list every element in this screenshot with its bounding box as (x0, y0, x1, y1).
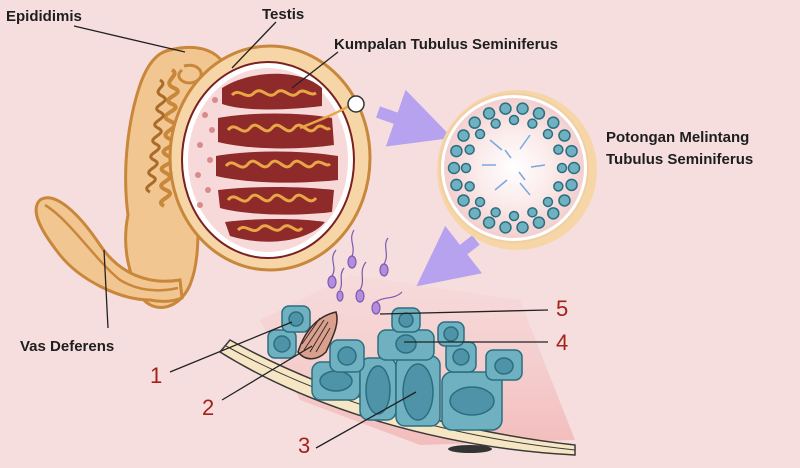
cross-section-cell (527, 207, 538, 218)
label-epididimis: Epididimis (6, 8, 82, 25)
label-testis: Testis (262, 6, 305, 23)
cross-section-cell (542, 128, 554, 140)
epithelium-cells (267, 305, 523, 431)
cross-section-cell (532, 107, 546, 120)
sperm-cells (327, 229, 403, 315)
leader-vas-deferens (103, 249, 109, 329)
label-potongan-line2: Tubulus Seminiferus (606, 151, 754, 168)
cross-section-cell (474, 128, 486, 140)
cross-section-cell (542, 196, 554, 208)
cross-section-cell (482, 107, 496, 120)
cross-section-cell (490, 118, 501, 129)
label-vas-deferens: Vas Deferens (20, 338, 115, 355)
leader-2 (221, 345, 313, 401)
cross-section-cell (474, 196, 486, 208)
number-2: 2 (202, 395, 215, 420)
leader-5 (379, 309, 549, 315)
number-4: 4 (556, 330, 569, 355)
cross-section-cell (499, 221, 512, 234)
leader-kumpalan (291, 51, 339, 89)
label-kumpalan: Kumpalan Tubulus Seminiferus (334, 36, 558, 53)
cross-section-cell (468, 207, 481, 220)
cross-section-cell (565, 144, 578, 158)
number-1: 1 (150, 363, 163, 388)
leader-3 (315, 391, 417, 449)
cross-section-cell (547, 116, 560, 129)
label-potongan-line1: Potongan Melintang (606, 129, 750, 146)
leader-testis (231, 21, 277, 69)
vas-deferens (34, 196, 184, 303)
cross-section-cell (447, 161, 461, 175)
sertoli-cell (297, 311, 338, 360)
number-5: 5 (556, 296, 569, 321)
cross-section-cell (468, 116, 481, 129)
cross-section-cell (565, 178, 578, 192)
cross-section-cell (553, 144, 564, 155)
cross-section-cell (464, 144, 475, 155)
cross-section-cell (464, 181, 475, 192)
cross-section-cell (508, 114, 520, 126)
cross-section-cell (482, 216, 496, 229)
cross-section-cell (532, 216, 546, 229)
leader-epididimis (73, 25, 186, 53)
cross-section-cell (450, 178, 463, 192)
number-3: 3 (298, 433, 311, 458)
zoom-arrows (376, 89, 483, 287)
leader-1 (169, 321, 293, 373)
cross-section-cells (447, 102, 581, 234)
cross-section-cell (567, 161, 581, 175)
cross-section-cell (516, 102, 529, 115)
leader-lines (73, 21, 549, 449)
cross-section-sperm (482, 134, 546, 196)
magnify-marker (347, 95, 365, 113)
cross-section-cell (450, 144, 463, 158)
seminiferous-tubule-coils (224, 89, 353, 233)
cross-section-cell (556, 162, 568, 174)
cross-section-cell (558, 194, 571, 207)
cross-section-cell (457, 194, 470, 207)
testis-lobules (216, 73, 338, 242)
cross-section-cell (553, 181, 564, 192)
cross-section-cell (527, 118, 538, 129)
cross-section-cell (499, 102, 512, 115)
cross-section-cell (558, 129, 571, 142)
cross-section-cell (516, 221, 529, 234)
cross-section-cell (547, 207, 560, 220)
cross-section-cell (490, 207, 501, 218)
cross-section-cell (460, 162, 472, 174)
rete-testis-dots (195, 97, 218, 208)
cross-section-cell (457, 129, 470, 142)
cross-section-cell (508, 210, 520, 222)
